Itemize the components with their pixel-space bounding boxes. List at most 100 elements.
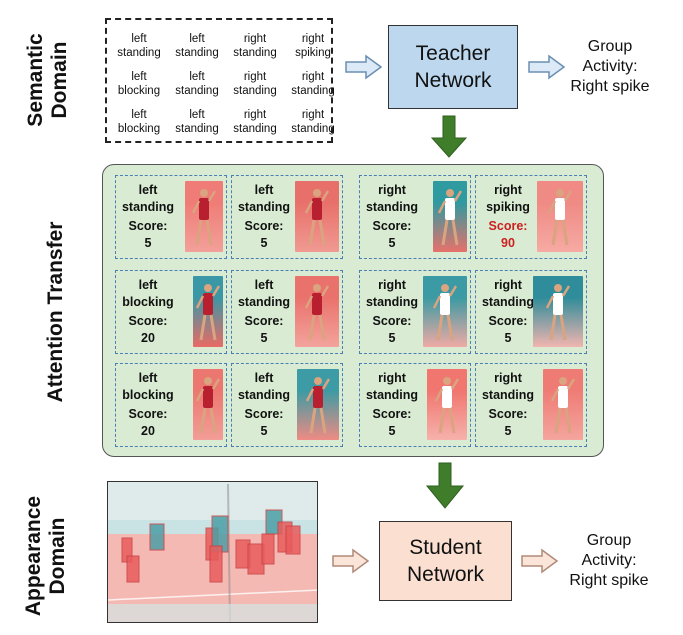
score-label: Score: <box>244 314 284 328</box>
tile-score: Score:5 <box>360 313 424 347</box>
tile-label-line1: left <box>138 183 158 197</box>
student-output-line1: Group <box>586 532 632 549</box>
player-crop-image <box>537 181 583 252</box>
student-output: Group Activity: Right spike <box>554 531 664 591</box>
tile-label-line1: left <box>138 278 158 292</box>
tile-score: Score:90 <box>476 218 540 252</box>
tile-label-line1: left <box>254 278 274 292</box>
player-crop-image <box>423 276 467 347</box>
score-label: Score: <box>372 219 412 233</box>
semantic-cell: right standing <box>233 71 277 97</box>
tile-label-line1: right <box>494 371 522 385</box>
score-value: 5 <box>388 424 396 438</box>
tile-score: Score: 20 <box>116 406 180 440</box>
score-label: Score: <box>244 407 284 421</box>
teacher-output-line1: Group <box>587 38 633 55</box>
score-label: Score: <box>488 407 528 421</box>
tile-label-line2: blocking <box>122 388 174 402</box>
tile-score: Score:5 <box>116 218 180 252</box>
tile-label-line2: standing <box>481 388 535 402</box>
tile-label-line2: standing <box>237 295 291 309</box>
score-value: 5 <box>260 331 268 345</box>
semantic-cell: left standing <box>117 33 161 59</box>
court-scene <box>108 482 317 622</box>
tile-label-line1: left <box>254 371 274 385</box>
tile-action-label: right standing <box>476 370 540 404</box>
tile-score: Score: 5 <box>232 313 296 347</box>
score-value: 5 <box>260 236 268 250</box>
volleyball-court-image <box>107 481 318 623</box>
semantic-cell: right spiking <box>295 33 331 59</box>
tile-score: Score:5 <box>360 406 424 440</box>
score-label: Score: <box>128 219 168 233</box>
score-value: 20 <box>141 424 155 438</box>
score-value: 20 <box>141 331 155 345</box>
hollow-arrow-teacher-output <box>528 54 566 80</box>
score-label: Score: <box>128 314 168 328</box>
student-line2: Network <box>406 563 485 586</box>
semantic-cell: left standing <box>175 33 219 59</box>
tile-label-line2: standing <box>237 200 291 214</box>
tile-action-label: left standing <box>232 370 296 404</box>
hollow-arrow-student-output <box>521 548 559 574</box>
tile-score: Score:5 <box>232 406 296 440</box>
tile-score: Score: 5 <box>360 218 424 252</box>
semantic-cell: right standing <box>233 109 277 135</box>
player-crop-image <box>543 369 583 440</box>
teacher-network-box: Teacher Network <box>388 25 518 109</box>
green-arrow-down-to-student <box>425 462 465 509</box>
tile-label-line2: standing <box>365 388 419 402</box>
tile-action-label: left standing <box>232 277 296 311</box>
semantic-cell: right standing <box>233 33 277 59</box>
tile-score: Score: 20 <box>116 313 180 347</box>
semantic-domain-box: left standing left standing right standing… <box>105 18 335 143</box>
tile-label-line1: right <box>378 183 406 197</box>
score-value: 5 <box>388 331 396 345</box>
player-crop-image <box>297 369 339 440</box>
semantic-cell: right standing <box>291 109 335 135</box>
hollow-arrow-to-teacher <box>345 54 383 80</box>
tile-label-line1: right <box>494 278 522 292</box>
teacher-line2: Network <box>414 69 492 92</box>
tile-label-line2: standing <box>481 295 535 309</box>
score-value: 90 <box>501 236 515 250</box>
tile-label-line2: standing <box>237 388 291 402</box>
tile-score: Score:5 <box>476 313 540 347</box>
score-label: Score: <box>128 407 168 421</box>
player-crop-image <box>433 181 467 252</box>
player-boxes <box>121 509 301 583</box>
green-arrow-down-to-attention <box>430 115 468 158</box>
teacher-output: Group Activity: Right spike <box>555 37 665 97</box>
teacher-line1: Teacher <box>415 42 491 65</box>
semantic-cell: left standing <box>175 109 219 135</box>
tile-label-line1: right <box>378 278 406 292</box>
score-value: 5 <box>504 424 512 438</box>
semantic-cell: left standing <box>175 71 219 97</box>
semantic-cell: right standing <box>291 71 335 97</box>
teacher-output-line3: Right spike <box>570 78 650 95</box>
semantic-cell: left blocking <box>117 71 161 97</box>
teacher-output-line2: Activity: <box>582 58 638 75</box>
tile-score: Score:5 <box>232 218 296 252</box>
student-output-line3: Right spike <box>569 572 649 589</box>
player-crop-image <box>533 276 583 347</box>
score-value: 5 <box>388 236 396 250</box>
